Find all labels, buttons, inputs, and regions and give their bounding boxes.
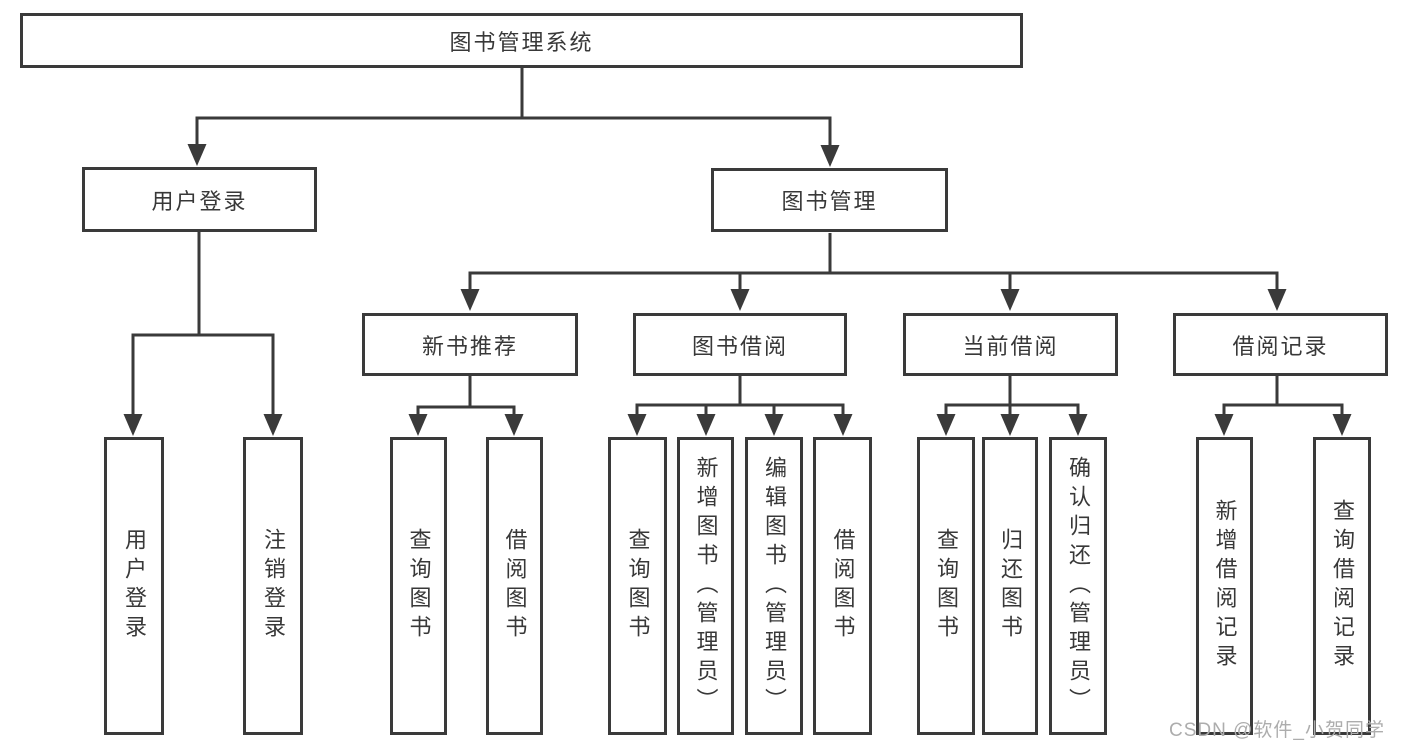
node-leaf-borrow-books: 借阅图书 — [813, 437, 872, 735]
node-book-management: 图书管理 — [711, 168, 948, 232]
node-leaf-query-books-recommend: 查询图书 — [390, 437, 447, 735]
node-new-book-recommendation: 新书推荐 — [362, 313, 578, 376]
node-book-borrowing: 图书借阅 — [633, 313, 847, 376]
node-leaf-query-books-current: 查询图书 — [917, 437, 975, 735]
node-leaf-add-books-admin: 新增图书（管理员） — [677, 437, 734, 735]
node-leaf-query-borrow-record: 查询借阅记录 — [1313, 437, 1371, 735]
node-current-borrowing: 当前借阅 — [903, 313, 1118, 376]
node-leaf-edit-books-admin: 编辑图书（管理员） — [745, 437, 803, 735]
watermark: CSDN @软件_小贺同学 — [1169, 720, 1385, 741]
node-leaf-confirm-return-admin: 确认归还（管理员） — [1049, 437, 1107, 735]
node-leaf-add-borrow-record: 新增借阅记录 — [1196, 437, 1253, 735]
node-system-root: 图书管理系统 — [20, 13, 1023, 68]
node-leaf-query-books-borrow: 查询图书 — [608, 437, 667, 735]
node-leaf-logout: 注销登录 — [243, 437, 303, 735]
node-user-login: 用户登录 — [82, 167, 317, 232]
node-leaf-borrow-books-recommend: 借阅图书 — [486, 437, 543, 735]
node-borrowing-records: 借阅记录 — [1173, 313, 1388, 376]
node-leaf-user-login: 用户登录 — [104, 437, 164, 735]
node-leaf-return-books: 归还图书 — [982, 437, 1038, 735]
